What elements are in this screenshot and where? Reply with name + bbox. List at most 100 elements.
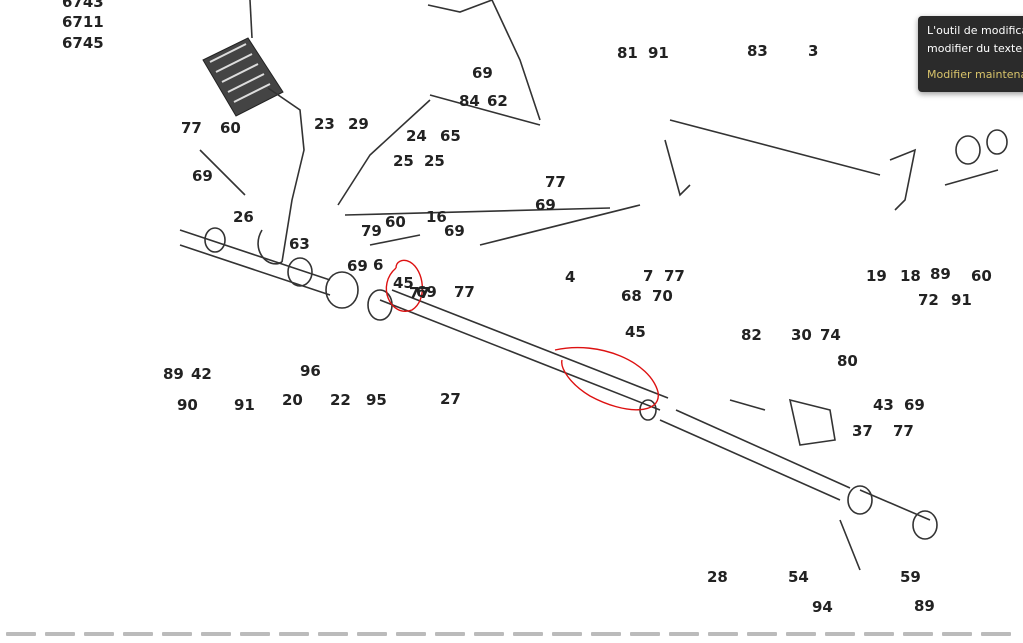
callout-label: 29 — [348, 115, 369, 133]
callout-label: 65 — [440, 127, 461, 145]
callout-label: 25 — [393, 152, 414, 170]
ruler-tick — [201, 632, 231, 636]
callout-label: 23 — [314, 115, 335, 133]
ruler-tick — [513, 632, 543, 636]
callout-label: 69 — [192, 167, 213, 185]
callout-label: 81 — [617, 44, 638, 62]
ruler-tick — [318, 632, 348, 636]
callout-label: 25 — [424, 152, 445, 170]
callout-label: 26 — [233, 208, 254, 226]
callout-label: 68 — [621, 287, 642, 305]
callout-label: 89 — [163, 365, 184, 383]
callout-label: 62 — [487, 92, 508, 110]
callout-label: 74 — [820, 326, 841, 344]
ruler-tick — [864, 632, 894, 636]
callout-label: 16 — [426, 208, 447, 226]
callout-label: 69 — [416, 283, 437, 301]
callout-label: 77 — [181, 119, 202, 137]
callout-label: 77 — [893, 422, 914, 440]
callout-label: 37 — [852, 422, 873, 440]
callout-label: 30 — [791, 326, 812, 344]
shaft-drawing — [179, 0, 1008, 571]
ruler-tick — [279, 632, 309, 636]
callout-label: 19 — [866, 267, 887, 285]
callout-label: 95 — [366, 391, 387, 409]
ruler-tick — [903, 632, 933, 636]
callout-label: 96 — [300, 362, 321, 380]
ruler-tick — [6, 632, 36, 636]
pedal-drawing — [202, 0, 305, 265]
ruler-tick — [123, 632, 153, 636]
ruler-tick — [825, 632, 855, 636]
ruler-tick — [240, 632, 270, 636]
callout-label: 45 — [625, 323, 646, 341]
callout-label: 77 — [545, 173, 566, 191]
callout-label: 60 — [971, 267, 992, 285]
callout-label: 77 — [664, 267, 685, 285]
callout-label: 4 — [565, 268, 575, 286]
callout-label: 45 — [393, 274, 414, 292]
callout-label: 6 — [373, 256, 383, 274]
callout-label: 28 — [707, 568, 728, 586]
callout-label: 84 — [459, 92, 480, 110]
callout-label: 18 — [900, 267, 921, 285]
callout-label: 43 — [873, 396, 894, 414]
ruler-tick — [474, 632, 504, 636]
callout-label: 60 — [220, 119, 241, 137]
callout-label: 82 — [741, 326, 762, 344]
callout-label: 89 — [930, 265, 951, 283]
callout-label: 77 — [454, 283, 475, 301]
ruler-tick — [981, 632, 1011, 636]
header-part-number-2: 6711 — [62, 13, 104, 31]
callout-label: 42 — [191, 365, 212, 383]
ruler-tick — [708, 632, 738, 636]
callout-label: 80 — [837, 352, 858, 370]
callout-label: 69 — [347, 257, 368, 275]
ruler-tick — [747, 632, 777, 636]
header-part-number-1: 6743 — [62, 0, 104, 11]
callout-label: 89 — [914, 597, 935, 615]
callout-label: 69 — [535, 196, 556, 214]
callout-label: 72 — [918, 291, 939, 309]
tooltip-action-link[interactable]: Modifier maintena — [927, 68, 1023, 81]
ruler-tick — [942, 632, 972, 636]
callout-label: 69 — [904, 396, 925, 414]
ruler-tick — [786, 632, 816, 636]
callout-label: 20 — [282, 391, 303, 409]
callout-label: 27 — [440, 390, 461, 408]
callout-label: 3 — [808, 42, 818, 60]
callout-label: 79 — [361, 222, 382, 240]
tooltip-popup: L'outil de modifica modifier du texte Mo… — [918, 16, 1023, 92]
header-part-number-3: 6745 — [62, 34, 104, 52]
tooltip-line-1: L'outil de modifica — [927, 24, 1023, 37]
callout-label: 59 — [900, 568, 921, 586]
ruler-tick — [45, 632, 75, 636]
callout-label: 60 — [385, 213, 406, 231]
ruler-tick — [552, 632, 582, 636]
ruler-tick — [591, 632, 621, 636]
ruler-tick — [630, 632, 660, 636]
callout-label: 69 — [444, 222, 465, 240]
ruler-tick — [396, 632, 426, 636]
ruler-tick — [357, 632, 387, 636]
highlight-circle-large — [554, 346, 659, 411]
callout-label: 91 — [234, 396, 255, 414]
callout-label: 7 — [643, 267, 653, 285]
callout-label: 83 — [747, 42, 768, 60]
callout-label: 22 — [330, 391, 351, 409]
callout-label: 70 — [652, 287, 673, 305]
callout-label: 77 — [409, 284, 430, 302]
callout-label: 90 — [177, 396, 198, 414]
ruler-tick — [84, 632, 114, 636]
callout-label: 63 — [289, 235, 310, 253]
callout-label: 91 — [951, 291, 972, 309]
callout-label: 94 — [812, 598, 833, 616]
ruler-tick — [435, 632, 465, 636]
callout-label: 91 — [648, 44, 669, 62]
ruler-tick — [669, 632, 699, 636]
ruler-tick — [162, 632, 192, 636]
highlight-circle-small — [385, 259, 424, 312]
callout-label: 69 — [472, 64, 493, 82]
callout-label: 24 — [406, 127, 427, 145]
